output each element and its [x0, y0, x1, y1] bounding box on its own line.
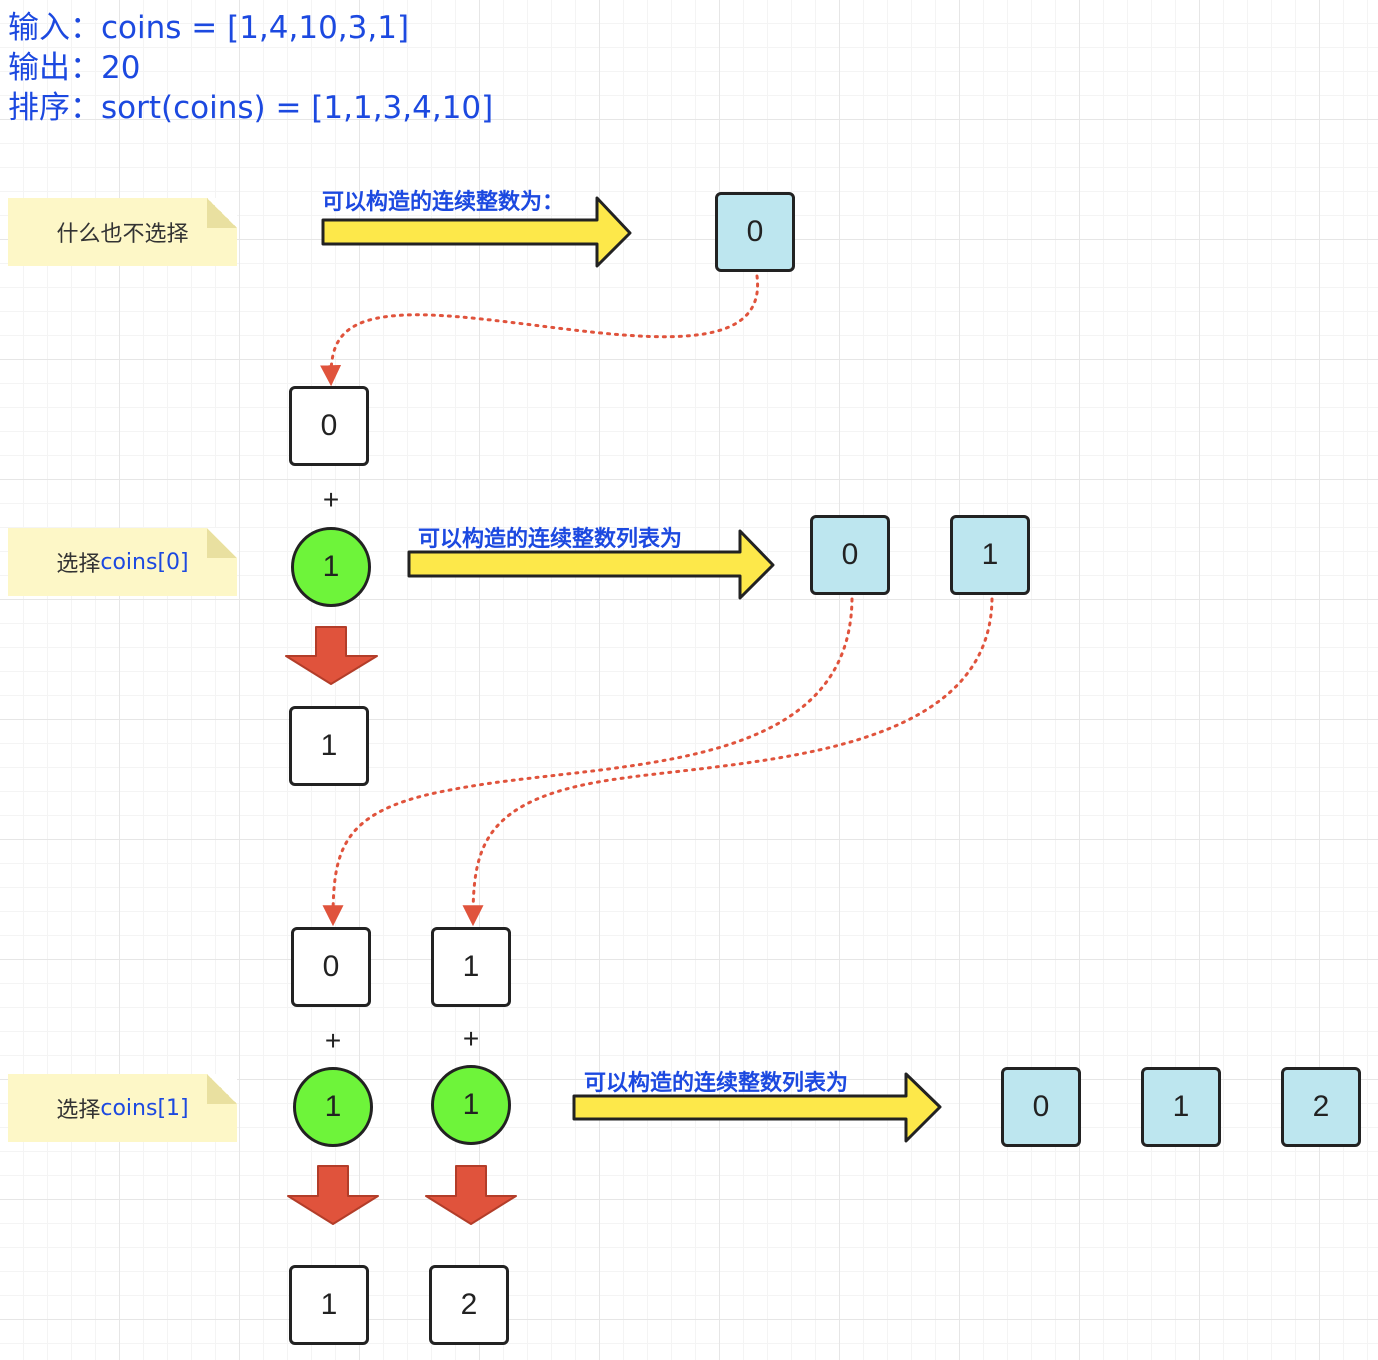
result-box: 0: [810, 515, 890, 595]
dotted-connector-3: [462, 597, 994, 927]
sum-box: 1: [289, 1265, 369, 1345]
coin-circle: 1: [291, 527, 371, 607]
down-arrow-step1: [285, 626, 378, 685]
plus-sign: +: [324, 1025, 342, 1056]
down-arrow-step2-a: [287, 1165, 379, 1225]
base-box: 0: [289, 386, 369, 466]
plus-sign: +: [322, 484, 340, 515]
base-box: 0: [291, 927, 371, 1007]
arrow-label-step0: 可以构造的连续整数为：: [322, 190, 565, 215]
coin-circle: 1: [293, 1067, 373, 1147]
dotted-connector-1: [320, 274, 759, 387]
result-box: 1: [1141, 1067, 1221, 1147]
right-arrow-step1: [407, 529, 775, 600]
arrow-label-step2: 可以构造的连续整数列表为: [584, 1071, 849, 1096]
note-text: 什么也不选择: [56, 222, 189, 247]
plus-sign: +: [462, 1023, 480, 1054]
base-box: 1: [431, 927, 511, 1007]
arrow-label-step1: 可以构造的连续整数列表为: [418, 527, 683, 552]
down-arrow-step2-b: [425, 1165, 517, 1225]
dotted-connector-2: [322, 597, 854, 927]
result-box: 0: [715, 192, 795, 272]
sum-box: 1: [289, 706, 369, 786]
coin-circle: 1: [431, 1065, 511, 1145]
result-box: 0: [1001, 1067, 1081, 1147]
input-line: 输入：coins = [1,4,10,3,1]: [8, 10, 410, 46]
right-arrow-step0: [321, 196, 632, 268]
note-select-nothing: 什么也不选择: [8, 198, 237, 266]
sum-box: 2: [429, 1265, 509, 1345]
sorted-line: 排序：sort(coins) = [1,1,3,4,10]: [8, 90, 494, 126]
right-arrow-step2: [572, 1072, 942, 1143]
output-line: 输出：20: [8, 50, 141, 86]
result-box: 2: [1281, 1067, 1361, 1147]
result-box: 1: [950, 515, 1030, 595]
